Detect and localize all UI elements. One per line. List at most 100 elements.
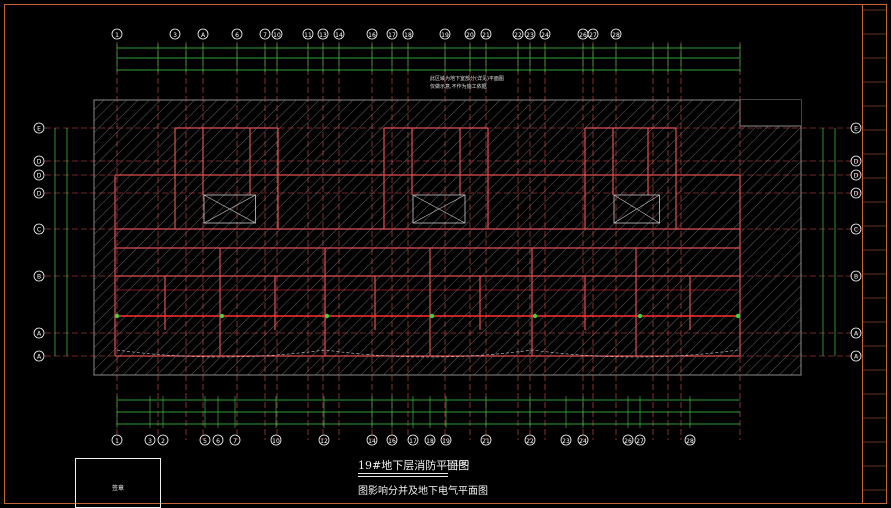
axis-label-bottom: 18 xyxy=(426,438,434,445)
axis-label-right: D xyxy=(854,191,859,198)
fire-device xyxy=(532,313,538,319)
axis-label-top: 3 xyxy=(173,32,177,39)
axis-label-top: 17 xyxy=(388,32,396,39)
fire-device xyxy=(637,313,643,319)
axis-bubble-bottom xyxy=(270,434,282,446)
elevator-cross xyxy=(412,194,466,224)
elevator-cross xyxy=(203,194,256,224)
elevator-shaft xyxy=(412,194,466,224)
axis-label-bottom: 6 xyxy=(216,438,220,445)
axis-bubble-bottom xyxy=(199,434,211,446)
axis-label-top: 24 xyxy=(541,32,549,39)
axis-label-top: 23 xyxy=(526,32,534,39)
axis-label-bottom: 19 xyxy=(442,438,450,445)
axis-label-bottom: 7 xyxy=(233,438,237,445)
axis-label-bottom: 5 xyxy=(203,438,207,445)
axis-bubble-top xyxy=(259,28,271,40)
axis-bubble-bottom xyxy=(366,434,378,446)
axis-bubble-bottom xyxy=(560,434,572,446)
axis-label-left: D xyxy=(37,191,42,198)
axis-label-top: 26 xyxy=(579,32,587,39)
axis-label-top: 13 xyxy=(319,32,327,39)
axis-bubble-bottom xyxy=(212,434,224,446)
axis-label-top: 21 xyxy=(482,32,490,39)
axis-label-bottom: 1 xyxy=(115,438,119,445)
axis-bubble-top xyxy=(386,28,398,40)
plan-note: 此区域为地下室部分(详见)平面图 xyxy=(430,75,504,82)
axis-bubble-left xyxy=(33,270,45,282)
axis-label-bottom: 10 xyxy=(272,438,280,445)
axis-label-top: 16 xyxy=(368,32,376,39)
axis-label-bottom: 17 xyxy=(409,438,417,445)
axis-label-bottom: 2 xyxy=(161,438,165,445)
elevator-shaft xyxy=(613,194,660,224)
axis-label-top: 6 xyxy=(235,32,239,39)
axis-bubble-right xyxy=(850,122,862,134)
axis-label-top: 19 xyxy=(441,32,449,39)
axis-label-left: D xyxy=(37,159,42,166)
axis-bubble-bottom xyxy=(684,434,696,446)
drawing-border xyxy=(4,4,887,504)
axis-label-bottom: 27 xyxy=(636,438,644,445)
axis-label-top: 27 xyxy=(589,32,597,39)
fire-device xyxy=(114,313,120,319)
axis-label-left: A xyxy=(37,354,42,361)
axis-bubble-top xyxy=(271,28,283,40)
axis-label-right: B xyxy=(854,274,858,281)
stamp-label: 签章 xyxy=(112,485,125,492)
axis-bubble-top xyxy=(539,28,551,40)
axis-label-bottom: 3 xyxy=(148,438,152,445)
axis-label-top: 18 xyxy=(404,32,412,39)
axis-bubble-bottom xyxy=(634,434,646,446)
axis-bubble-top xyxy=(169,28,181,40)
axis-label-top: 7 xyxy=(263,32,267,39)
axis-bubble-bottom xyxy=(111,434,123,446)
axis-bubble-bottom xyxy=(386,434,398,446)
axis-bubble-bottom xyxy=(229,434,241,446)
axis-bubble-top xyxy=(302,28,314,40)
axis-label-left: E xyxy=(37,126,41,133)
axis-bubble-bottom xyxy=(440,434,452,446)
axis-label-bottom: 22 xyxy=(526,438,534,445)
axis-bubble-top xyxy=(366,28,378,40)
axis-label-top: 10 xyxy=(273,32,281,39)
axis-bubble-top xyxy=(524,28,536,40)
axis-bubble-bottom xyxy=(480,434,492,446)
axis-label-top: 22 xyxy=(514,32,522,39)
axis-bubble-right xyxy=(850,270,862,282)
axis-bubble-right xyxy=(850,187,862,199)
axis-bubble-right xyxy=(850,155,862,167)
axis-label-left: B xyxy=(37,274,41,281)
axis-bubble-left xyxy=(33,169,45,181)
axis-bubble-bottom xyxy=(144,434,156,446)
axis-label-bottom: 14 xyxy=(368,438,376,445)
fire-device xyxy=(219,313,225,319)
axis-bubble-left xyxy=(33,155,45,167)
title-block xyxy=(862,4,888,504)
axis-label-top: A xyxy=(201,32,206,39)
axis-bubble-top xyxy=(317,28,329,40)
axis-bubble-left xyxy=(33,327,45,339)
axis-label-top: 20 xyxy=(466,32,474,39)
axis-bubble-top xyxy=(587,28,599,40)
drawing-subtitle: 图影响分并及地下电气平面图 xyxy=(358,486,488,497)
drawing-title: 19#地下层消防平面图 xyxy=(358,459,470,472)
elevator-cross xyxy=(613,194,660,224)
fire-device xyxy=(735,313,741,319)
axis-bubble-left xyxy=(33,223,45,235)
fire-device xyxy=(429,313,435,319)
axis-label-top: 11 xyxy=(304,32,312,39)
axis-label-right: A xyxy=(854,331,859,338)
axis-bubble-top xyxy=(610,28,622,40)
axis-bubble-right xyxy=(850,327,862,339)
axis-bubble-bottom xyxy=(318,434,330,446)
axis-bubble-top xyxy=(197,28,209,40)
axis-label-bottom: 24 xyxy=(579,438,587,445)
axis-bubble-right xyxy=(850,223,862,235)
axis-bubble-top xyxy=(231,28,243,40)
axis-label-top: 14 xyxy=(335,32,343,39)
axis-bubble-left xyxy=(33,187,45,199)
axis-bubble-bottom xyxy=(407,434,419,446)
axis-bubble-top xyxy=(480,28,492,40)
